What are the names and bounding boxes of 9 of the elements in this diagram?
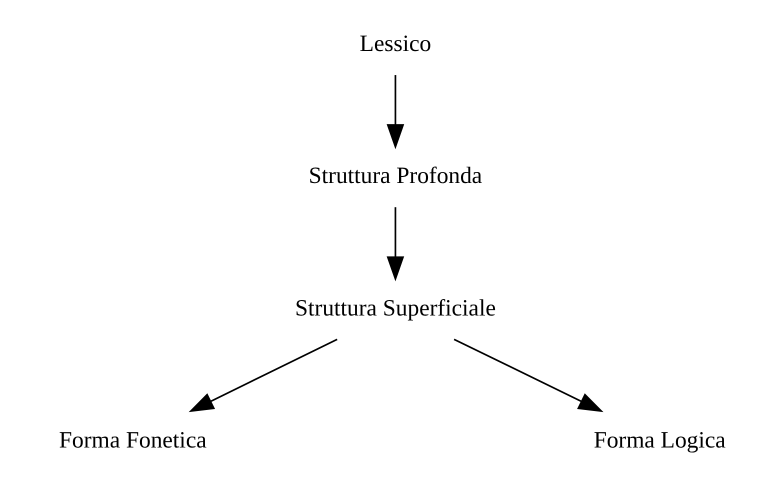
arrow: [386, 207, 404, 282]
node-text: Struttura Superficiale: [294, 295, 496, 322]
arrow: [453, 338, 603, 412]
node-text: Lessico: [359, 30, 431, 57]
arrow: [386, 75, 404, 150]
node-text: Forma Logica: [593, 427, 726, 454]
arrow: [188, 338, 338, 412]
node-text: Struttura Profonda: [308, 163, 482, 190]
node-text: Forma Fonetica: [58, 427, 206, 454]
